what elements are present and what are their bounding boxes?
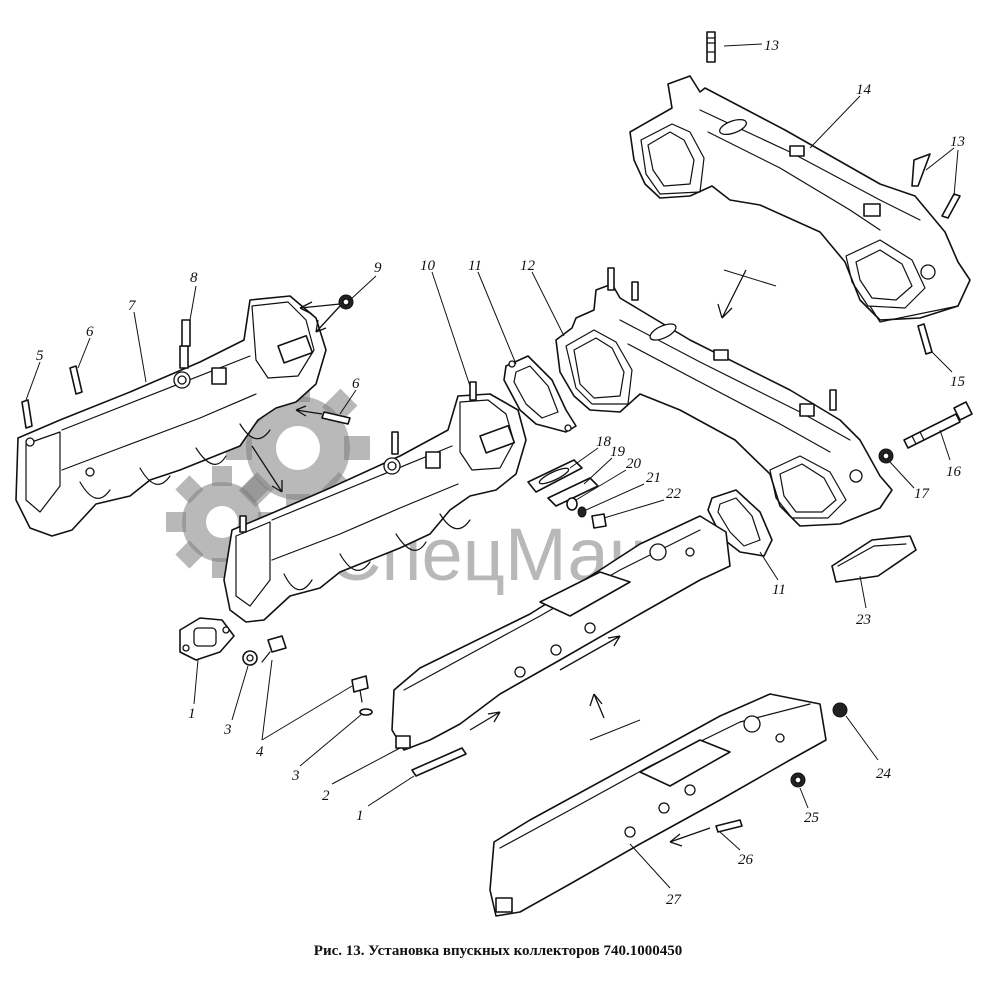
nut-17 [878,448,894,464]
gasket-18 [527,459,583,493]
callout-11-upper: 11 [468,258,482,274]
stud-13-top [706,31,716,63]
bolt-22 [591,513,607,529]
stud-5 [21,399,33,429]
nut-3-left [242,650,258,666]
callout-6-left: 6 [86,324,94,340]
arrow-center-2-icon [559,635,621,671]
arrow-up-bottom-icon [589,693,605,719]
callout-13-right: 13 [950,134,965,150]
manifold-10 [223,381,527,623]
nut-25 [790,772,806,788]
gasket-11-upper [503,355,577,433]
callout-12: 12 [520,258,536,274]
washer-20 [566,497,578,511]
arrow-6-icon [295,405,323,417]
callout-7: 7 [128,298,137,314]
callout-22: 22 [666,486,682,502]
arrow-9b-icon [315,305,341,333]
arrow-14-to-12-icon [717,269,747,319]
callout-3-center: 3 [291,768,300,784]
arrow-9-icon [299,301,341,315]
callout-17: 17 [914,486,931,502]
leader-lines [25,43,959,889]
callout-1-center: 1 [356,808,364,824]
callout-18: 18 [596,434,612,450]
bolt-16 [903,401,973,449]
callout-8: 8 [190,270,198,286]
callout-11-lower: 11 [772,582,786,598]
pin-1-center [411,747,467,777]
callout-23: 23 [856,612,871,628]
callout-15: 15 [950,374,966,390]
stud-26 [715,819,743,833]
stud-6-left [69,365,83,395]
bolt-4 [261,635,287,663]
bolt-4-center [351,675,369,703]
callout-25: 25 [804,810,820,826]
callout-26: 26 [738,852,754,868]
arrow-center-1-icon [469,711,501,731]
callout-16: 16 [946,464,962,480]
watermark-gear-small-icon [166,466,278,578]
callout-13-top: 13 [764,38,779,54]
manifold-7 [15,295,327,537]
stud-15 [917,323,933,355]
callout-14: 14 [856,82,872,98]
callout-27: 27 [666,892,683,908]
callout-3-left: 3 [223,722,232,738]
callout-2: 2 [322,788,330,804]
stud-13-right [911,153,961,219]
washer-21 [577,506,587,518]
washer-3-center [359,708,373,716]
stud-6-mid [321,411,351,425]
nut-9 [338,294,354,310]
callout-10: 10 [420,258,436,274]
callouts: 13 14 13 15 16 17 9 10 11 12 8 7 6 5 6 1… [36,38,966,908]
figure-caption: Рис. 13. Установка впускных коллекторов … [313,943,683,959]
plate-19 [547,477,599,507]
callout-1-left: 1 [188,706,196,722]
callout-19: 19 [610,444,626,460]
intake-housing-center [391,515,731,751]
callout-4: 4 [256,744,264,760]
callout-20: 20 [626,456,642,472]
stud-8 [181,319,191,347]
assembly-arrows [251,269,777,847]
arrow-26-icon [669,827,711,847]
callout-6-mid: 6 [352,376,360,392]
callout-24: 24 [876,766,892,782]
plug-24 [832,702,848,718]
intake-housing-27 [489,693,827,917]
cap-23 [831,535,917,583]
callout-9: 9 [374,260,382,276]
manifold-14 [629,75,971,323]
manifold-12 [555,267,893,527]
callout-21: 21 [646,470,661,486]
gasket-1 [179,617,235,661]
arrow-7-to-10-icon [251,445,283,493]
callout-5: 5 [36,348,44,364]
